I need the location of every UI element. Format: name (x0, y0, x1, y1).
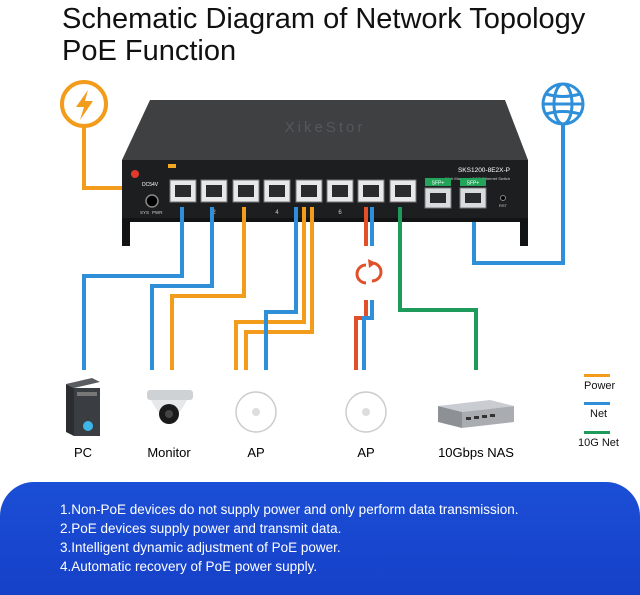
note-item: 2.PoE devices supply power and transmit … (60, 521, 342, 536)
nas-icon (438, 400, 514, 428)
device-cables (82, 207, 478, 370)
sfp-label-badge (460, 178, 486, 186)
legend-label-10g: 10G Net (578, 437, 619, 449)
device-label-nas: 10Gbps NAS (438, 445, 514, 460)
device-label-ap-1: AP (247, 445, 265, 460)
access-point-icon (235, 391, 277, 433)
device-card-pc: PC (48, 362, 118, 466)
ap1-net-cable (264, 207, 298, 370)
rj45-port-socket (332, 185, 348, 197)
power-source-icon (60, 80, 108, 128)
switch-brand-label: XikeStor (285, 119, 366, 136)
monitor-power-cable (170, 207, 246, 370)
title-line-1: Schematic Diagram of Network Topology (62, 3, 586, 35)
legend-swatch-power (584, 374, 610, 377)
switch-model-label: SKS1200-8E2X-P (458, 167, 510, 174)
access-point-icon (345, 391, 387, 433)
legend-swatch-10g (584, 431, 610, 434)
dc-power-line (82, 126, 128, 190)
port-number-label: 2 (212, 210, 216, 216)
topology-diagram: XikeStor SKS1200-8E2X-P Web Managed 2.5G… (60, 80, 585, 370)
pc-tower-icon (66, 378, 100, 436)
auto-recovery-icon (355, 259, 383, 285)
dome-camera-icon (147, 390, 193, 424)
rj45-port-socket (206, 185, 222, 197)
device-card-monitor: Monitor (133, 362, 205, 466)
internet-globe-icon (541, 82, 585, 126)
ap1-power-cable-a (234, 207, 306, 370)
uplink-net-line (472, 124, 565, 265)
port-number-label: 6 (338, 210, 342, 216)
title-line-2: PoE Function (62, 35, 237, 67)
legend-label-power: Power (584, 380, 616, 392)
rj45-port-socket (395, 185, 411, 197)
dc-jack (145, 194, 159, 208)
device-label-pc: PC (73, 445, 93, 460)
sfp-port-2-label: SFP+ (467, 181, 480, 187)
rj45-port-socket (238, 185, 254, 197)
rj45-port-socket (301, 185, 317, 197)
device-label-ap-2: AP (357, 445, 375, 460)
device-card-nas: 10Gbps NAS (428, 362, 524, 466)
note-item: 1.Non-PoE devices do not supply power an… (60, 502, 519, 517)
device-card-ap-1: AP (221, 362, 291, 466)
pc-net-cable (82, 207, 184, 370)
notes-banner: 1.Non-PoE devices do not supply power an… (0, 482, 640, 595)
sfp-port-1-label: SFP+ (432, 181, 445, 187)
ap1-power-cable-b (244, 207, 314, 370)
rj45-port-socket (269, 185, 285, 197)
nas-10g-cable (398, 207, 478, 370)
reset-button (500, 195, 506, 201)
ap2-cable-lower-a (354, 300, 368, 370)
dc-jack-label: DC54V (142, 182, 159, 188)
reset-label: RST (499, 203, 508, 208)
device-card-ap-2: AP (331, 362, 401, 466)
ap2-cable-lower-b (362, 300, 374, 370)
port-number-label: 4 (275, 210, 279, 216)
notes-list: 1.Non-PoE devices do not supply power an… (60, 500, 519, 576)
rj45-port-socket (175, 185, 191, 197)
note-item: 4.Automatic recovery of PoE power supply… (60, 559, 318, 574)
sfp-label-badge (425, 178, 451, 186)
device-label-monitor: Monitor (147, 445, 191, 460)
rj45-port-group: 2 4 6 (169, 179, 417, 216)
note-item: 3.Intelligent dynamic adjustment of PoE … (60, 540, 341, 555)
pwr-led-label: PWR (152, 210, 163, 215)
sys-led-label: SYS (140, 210, 149, 215)
monitor-net-cable (150, 207, 214, 370)
switch-device: XikeStor SKS1200-8E2X-P Web Managed 2.5G… (122, 100, 528, 246)
rj45-port-socket (363, 185, 379, 197)
legend-swatch-net (584, 402, 610, 405)
legend-label-net: Net (590, 408, 608, 420)
